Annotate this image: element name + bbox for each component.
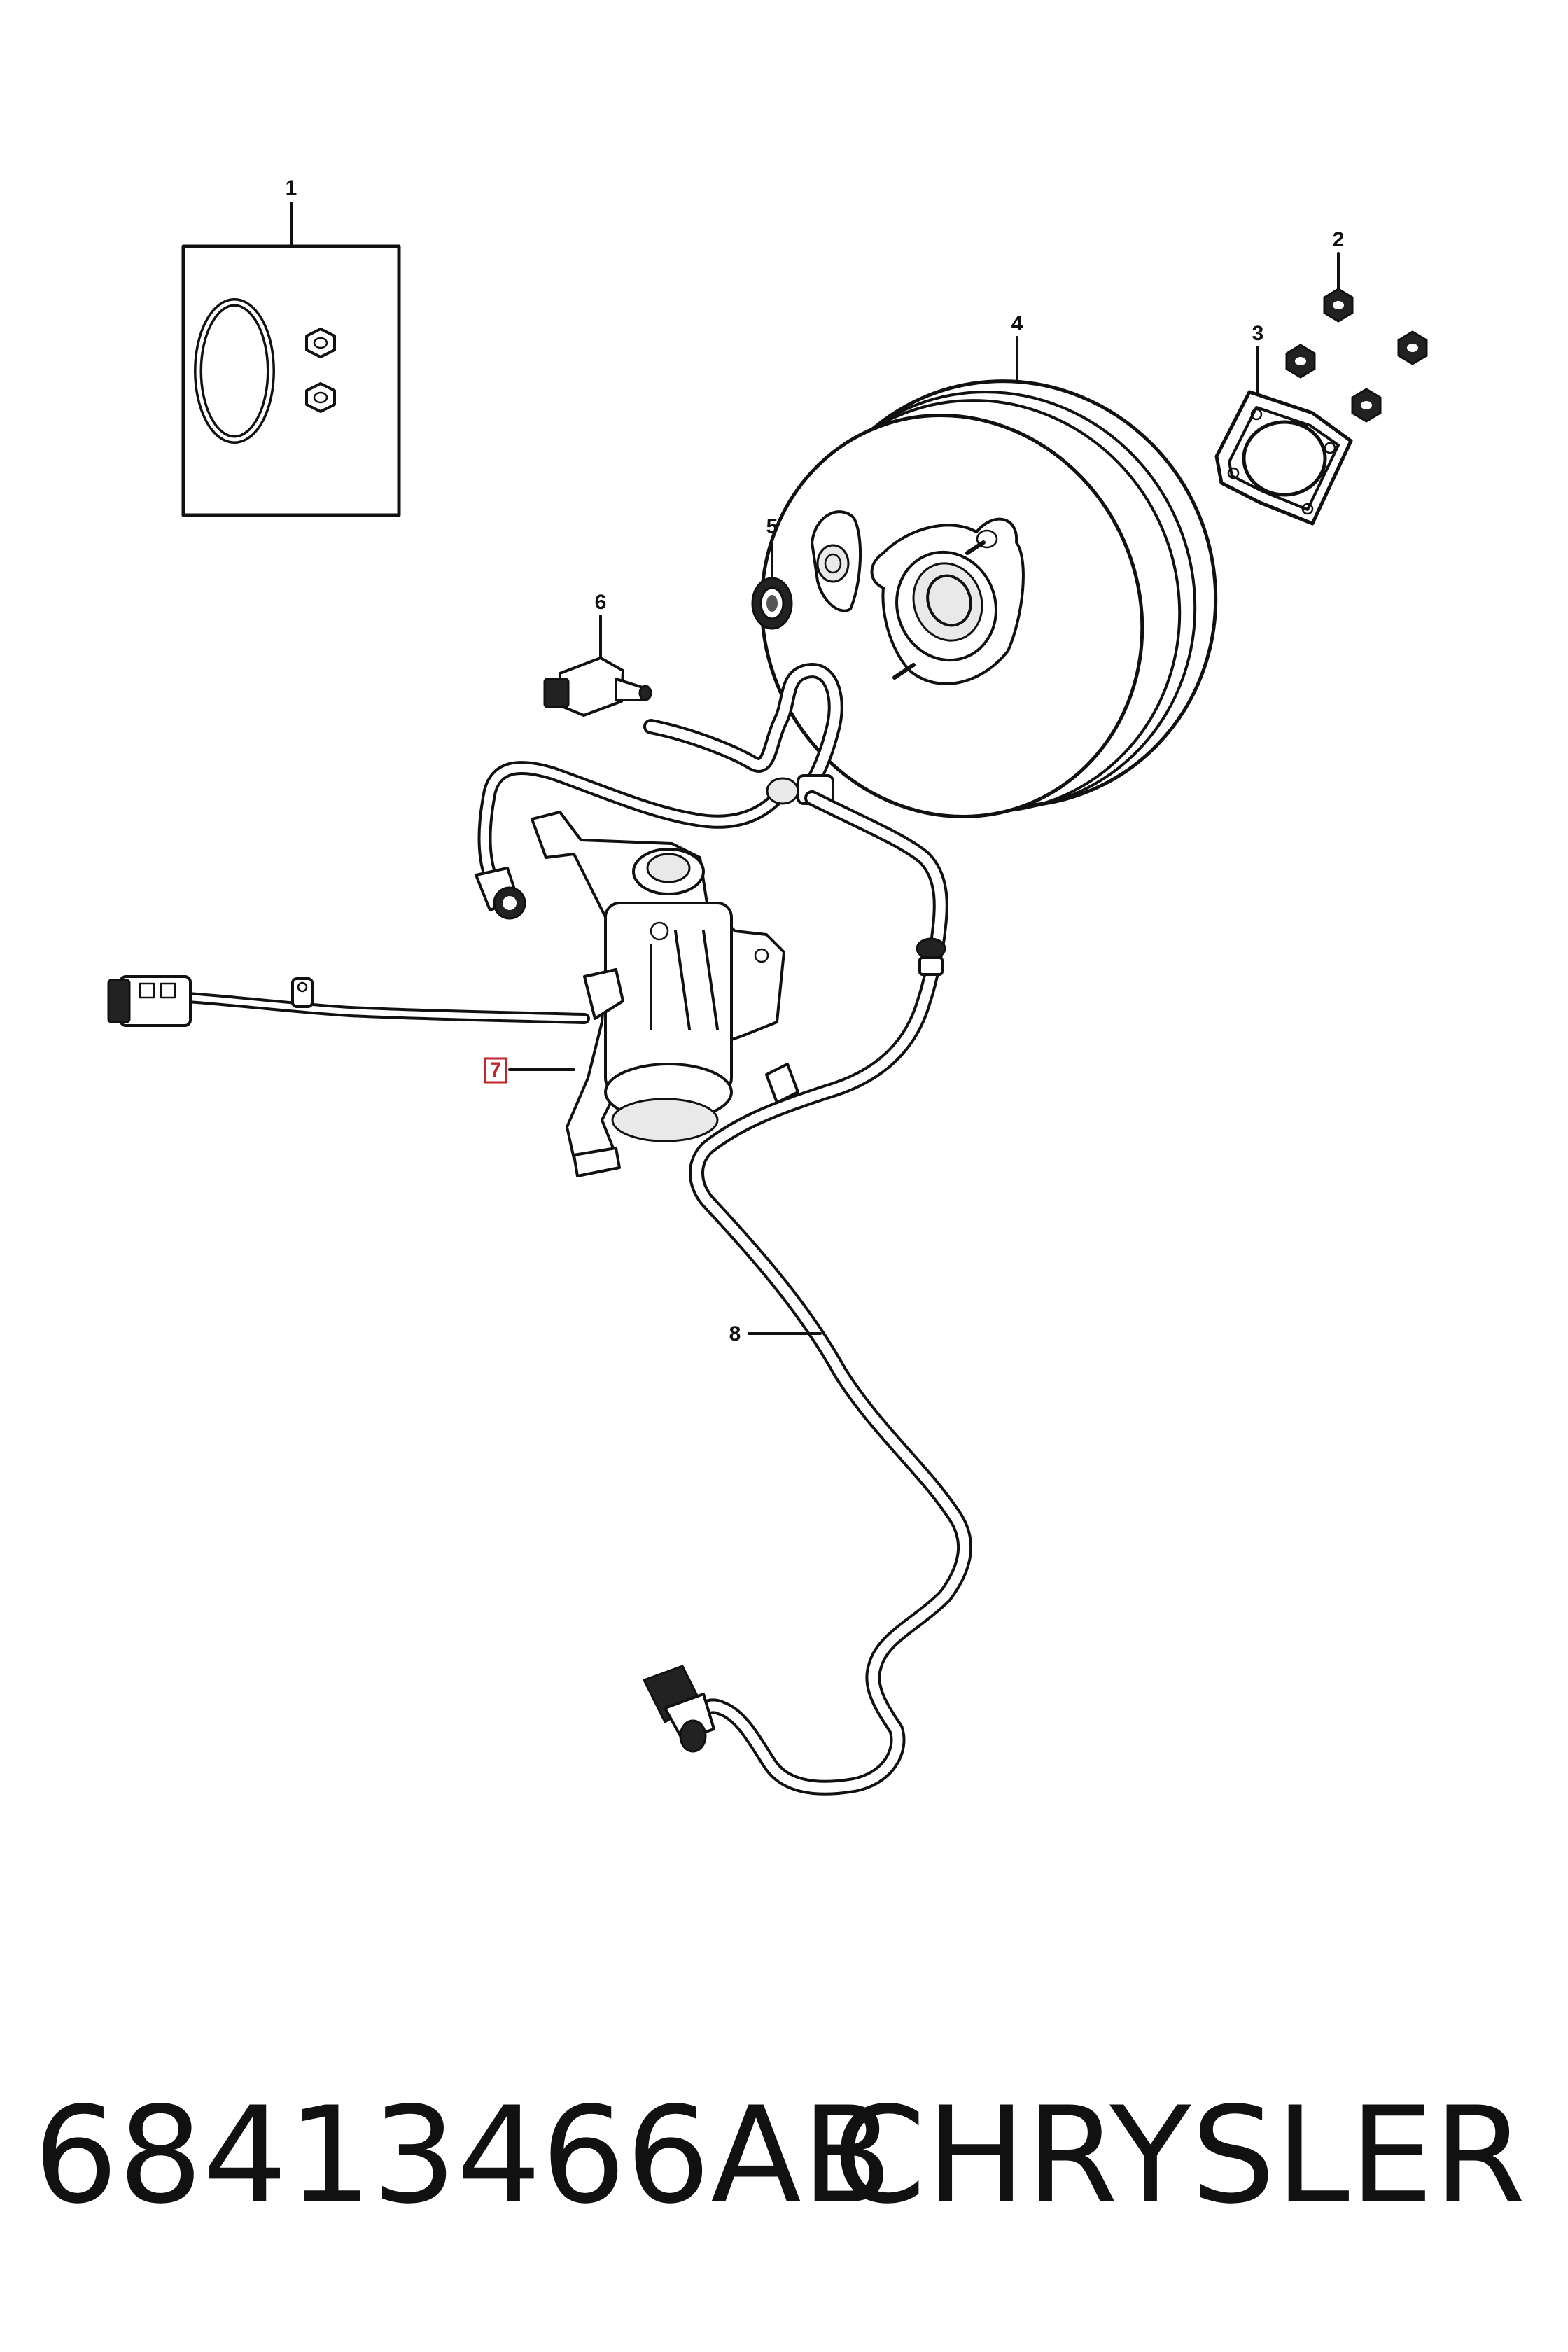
item-1-seal-kit [181,202,401,517]
electrical-connector-icon [107,975,192,1027]
hex-nut-icon [305,382,336,413]
quick-connector-icon [475,867,526,920]
callout-2: 2 [1333,228,1345,251]
vacuum-hose-assembly [475,663,844,920]
hex-nut-icon [305,328,336,358]
wire-harness [107,968,624,1027]
brand-label: CHRYSLER [833,2078,1526,2233]
item-6-vacuum-sensor [543,615,652,717]
hex-nut-icon [1351,388,1382,423]
hose-fitting-icon [916,937,946,976]
part-number-label: 68413466AB [34,2078,893,2233]
hex-nut-icon [1323,288,1354,323]
callout-4: 4 [1011,312,1023,335]
harness-clip-icon [291,977,314,1008]
callout-1: 1 [286,176,298,200]
callout-7: 7 [490,1058,502,1082]
callout-5: 5 [766,515,778,538]
item-4-brake-booster [760,336,1218,818]
callout-7-highlight-box [484,1057,507,1084]
item-3-gasket [1214,346,1353,526]
hex-nut-icon [1397,330,1428,365]
quick-connector-icon [642,1665,715,1753]
callout-8: 8 [729,1322,741,1345]
item-2-nuts [1285,252,1428,423]
item-5-grommet [751,539,793,630]
callout-3: 3 [1252,322,1264,345]
item-8-vacuum-line [642,790,973,1795]
hex-nut-icon [1285,344,1316,379]
item-7-vacuum-pump [531,811,785,1177]
callout-6: 6 [595,591,607,614]
hose-clip-icon [765,1063,799,1104]
